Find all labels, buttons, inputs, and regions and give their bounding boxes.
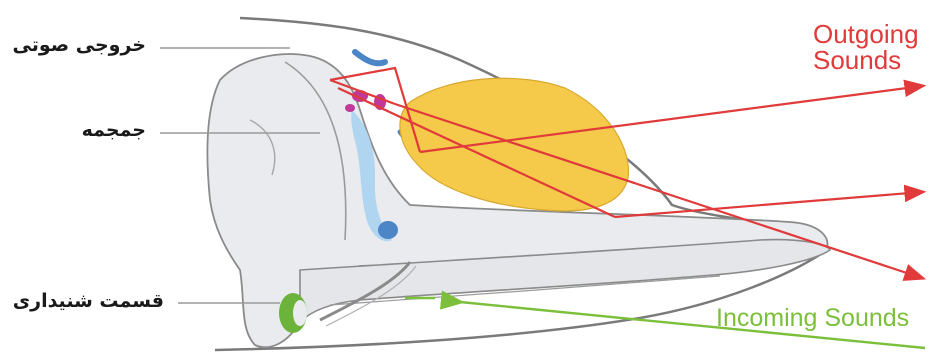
phonic-lips-small [345, 104, 355, 112]
label-sound-output: خروجی صوتی [13, 34, 146, 56]
nasal-plug [378, 221, 398, 239]
melon [400, 78, 629, 211]
ear-inner [293, 300, 307, 326]
nasal-passage [355, 52, 385, 63]
label-outgoing-line2: Sounds [813, 46, 901, 74]
label-incoming-sounds: Incoming Sounds [716, 304, 909, 332]
label-skull: جمجمه [82, 119, 146, 141]
label-hearing-part: قسمت شنیداری [13, 290, 164, 312]
outgoing-beam-middle [615, 192, 922, 217]
label-outgoing-line1: Outgoing [813, 20, 919, 48]
